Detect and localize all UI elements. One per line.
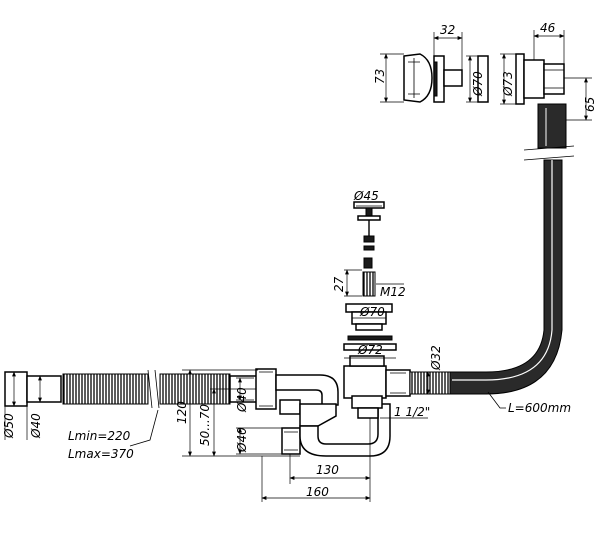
flexible-corrugated-hose — [4, 368, 277, 410]
bolt-length-label: 27 — [332, 276, 346, 292]
height-range-label: 50...70 — [198, 404, 212, 446]
overflow-hose-dimensions: Ø32 L=600mm — [424, 345, 571, 415]
siphon-dimensions: 120 50...70 Ø40 Ø40 130 160 1 1/2" — [175, 369, 430, 502]
cap-depth-label: 32 — [440, 23, 455, 37]
strainer-diameter-label: Ø70 — [359, 305, 385, 319]
thread-size-label: 1 1/2" — [394, 405, 430, 419]
overflow-cap-dimensions: 73 32 Ø70 Ø73 46 65 — [373, 21, 597, 121]
height-120-label: 120 — [175, 401, 189, 424]
drain-strainer-assembly — [343, 201, 397, 351]
width-160-label: 160 — [306, 485, 329, 499]
outlet-diameter-label: Ø40 — [235, 427, 249, 453]
hose-inner-diameter-label: Ø40 — [29, 413, 43, 439]
siphon-trap — [275, 355, 411, 457]
strainer-dimensions: Ø45 27 M12 Ø70 Ø72 — [332, 189, 406, 359]
hose-min-length-label: Lmin=220 — [68, 429, 131, 443]
elbow-diameter-label: Ø40 — [235, 387, 249, 413]
width-130-label: 130 — [316, 463, 339, 477]
plug-diameter-label: Ø45 — [353, 189, 379, 203]
hose-dimensions: Ø50 Ø40 Lmin=220 Lmax=370 — [2, 371, 159, 461]
hose-outer-diameter-label: Ø50 — [2, 413, 16, 439]
body-diameter-label: Ø73 — [501, 71, 515, 97]
gasket-diameter-label: Ø70 — [471, 71, 485, 97]
overflow-hose-length-label: L=600mm — [508, 401, 571, 415]
overflow-hose-diameter-label: Ø32 — [429, 345, 443, 371]
hose-max-length-label: Lmax=370 — [68, 447, 134, 461]
outlet-height-label: 65 — [583, 97, 597, 112]
overflow-hose — [409, 103, 575, 395]
flange-diameter-label: Ø72 — [357, 343, 383, 357]
body-depth-label: 46 — [540, 21, 556, 35]
thread-m12-label: M12 — [380, 285, 406, 299]
overflow-cap-assembly — [403, 53, 565, 105]
cap-height-label: 73 — [373, 69, 387, 84]
